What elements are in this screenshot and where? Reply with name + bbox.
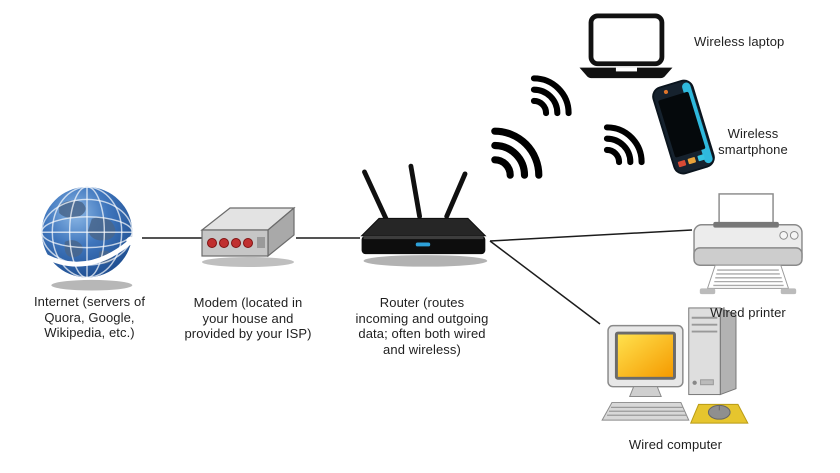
wired-printer-label: Wired printer: [710, 305, 786, 320]
modem-label: Modem (located in your house and provide…: [184, 295, 312, 341]
wire-router-printer: [489, 229, 693, 242]
wired-computer-label: Wired computer: [628, 437, 723, 452]
wifi-signal-icon: [527, 68, 579, 120]
wifi-signal-icon: [600, 117, 652, 169]
laptop-icon: [568, 12, 683, 81]
router-label: Router (routes incoming and outgoing dat…: [355, 295, 489, 357]
wifi-signal-icon: [486, 118, 552, 184]
router-icon: [350, 158, 495, 270]
printer-icon: [688, 192, 808, 298]
wireless-smartphone-label: Wireless smartphone: [718, 126, 788, 157]
globe-icon: [34, 184, 140, 292]
smartphone-icon: [639, 73, 725, 183]
internet-label: Internet (servers of Quora, Google, Wiki…: [33, 294, 146, 340]
modem-icon: [196, 198, 300, 270]
wire-router-computer: [489, 240, 601, 325]
desktop-computer-icon: [594, 304, 752, 430]
wireless-laptop-label: Wireless laptop: [694, 34, 785, 49]
